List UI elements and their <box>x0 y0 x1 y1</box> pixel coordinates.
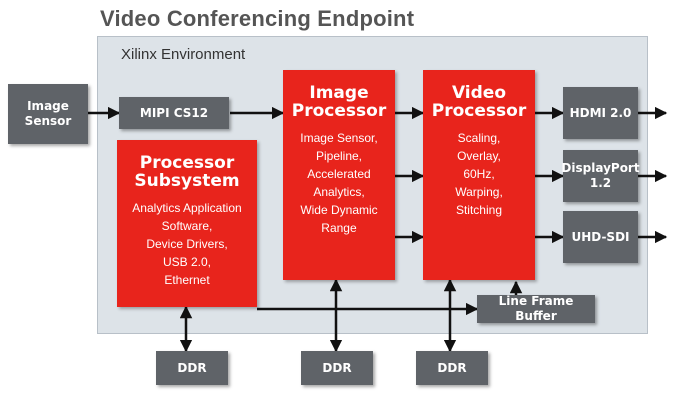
hdmi-block: HDMI 2.0 <box>563 87 638 139</box>
ddr-block-1: DDR <box>156 351 228 385</box>
diagram-title: Video Conferencing Endpoint <box>100 6 415 31</box>
image-processor-desc: Image Sensor, Pipeline, Accelerated Anal… <box>300 130 378 235</box>
uhd-sdi-block: UHD-SDI <box>563 211 638 263</box>
video-processor-block: Video Processor Scaling, Overlay, 60Hz, … <box>423 70 535 280</box>
processor-subsystem-desc: Analytics Application Software, Device D… <box>132 200 242 287</box>
line-frame-buffer-block: Line Frame Buffer <box>477 294 595 323</box>
displayport-block: DisplayPort 1.2 <box>561 150 640 202</box>
image-processor-block: Image Processor Image Sensor, Pipeline, … <box>283 70 395 280</box>
ddr-block-2: DDR <box>301 351 373 385</box>
video-processor-title: Video Processor <box>431 83 527 122</box>
image-sensor-block: Image Sensor <box>8 84 88 144</box>
mipi-cs12-block: MIPI CS12 <box>119 97 229 129</box>
processor-subsystem-block: Processor Subsystem Analytics Applicatio… <box>117 140 257 307</box>
environment-label: Xilinx Environment <box>121 46 246 63</box>
ddr-block-3: DDR <box>416 351 488 385</box>
processor-subsystem-title: Processor Subsystem <box>134 153 240 192</box>
video-processor-desc: Scaling, Overlay, 60Hz, Warping, Stitchi… <box>455 130 503 217</box>
image-processor-title: Image Processor <box>291 83 387 122</box>
